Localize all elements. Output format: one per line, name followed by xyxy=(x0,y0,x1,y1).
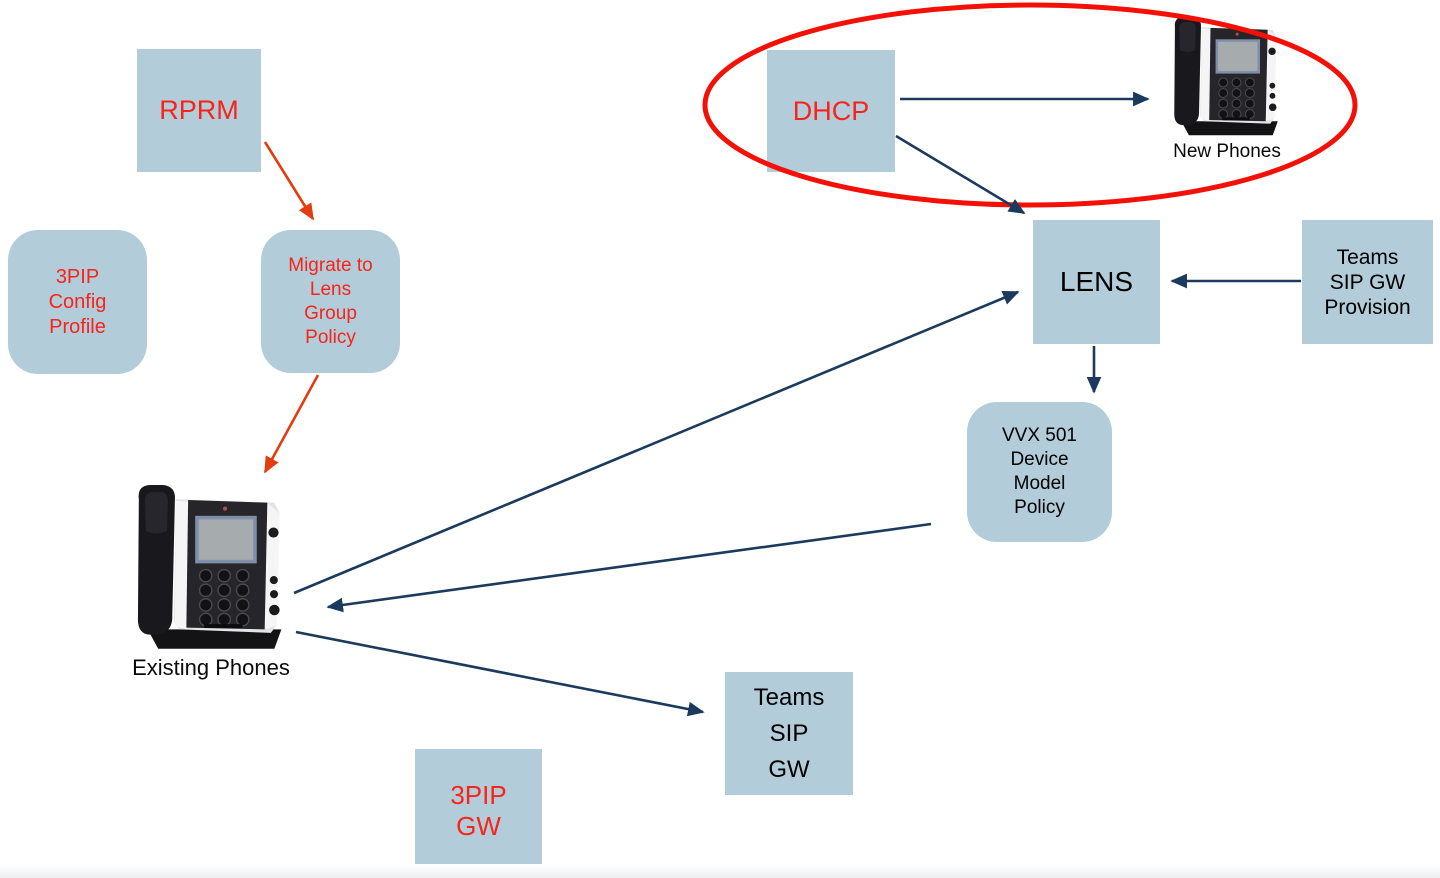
node-rprm: RPRM xyxy=(137,49,261,172)
node-3pip-config-profile-label: 3PIP Config Profile xyxy=(48,265,107,338)
node-teams-sip-gw-provision-label: Teams SIP GW Provision xyxy=(1324,245,1411,319)
window-bottom-edge xyxy=(0,864,1440,878)
desk-phone-icon xyxy=(1163,12,1291,139)
node-vvx-501-device-model-policy: VVX 501 Device Model Policy xyxy=(967,402,1112,542)
existing-phones-label: Existing Phones xyxy=(132,655,290,680)
existing-phones-figure: Existing Phones xyxy=(122,478,300,681)
arrow-migrate-policy-to-existing-phones xyxy=(263,374,320,474)
node-3pip-gw: 3PIP GW xyxy=(415,749,542,872)
node-3pip-config-profile: 3PIP Config Profile xyxy=(8,230,147,374)
new-phones-figure: New Phones xyxy=(1163,12,1291,163)
arrow-existing-phones-to-lens xyxy=(293,290,1020,595)
arrow-dhcp-to-lens xyxy=(895,134,1026,215)
node-teams-sip-gw-label: Teams SIP GW xyxy=(753,683,825,783)
arrow-rprm-to-migrate-policy xyxy=(263,141,315,221)
node-teams-sip-gw: Teams SIP GW xyxy=(725,672,853,795)
node-dhcp: DHCP xyxy=(767,50,895,172)
node-3pip-gw-label: 3PIP GW xyxy=(450,779,507,841)
node-migrate-to-lens-group-policy: Migrate to Lens Group Policy xyxy=(261,230,400,373)
arrow-vvx-policy-to-existing-phones xyxy=(326,522,932,613)
node-dhcp-label: DHCP xyxy=(792,95,870,126)
arrow-existing-phones-to-teams-sip-gw xyxy=(295,630,705,717)
node-lens-label: LENS xyxy=(1059,266,1134,297)
desk-phone-icon xyxy=(122,478,300,654)
node-lens: LENS xyxy=(1033,220,1160,344)
node-vvx-501-device-model-policy-label: VVX 501 Device Model Policy xyxy=(1002,425,1077,518)
new-phones-label: New Phones xyxy=(1173,141,1281,162)
node-teams-sip-gw-provision: Teams SIP GW Provision xyxy=(1302,220,1433,344)
node-rprm-label: RPRM xyxy=(159,95,239,125)
node-migrate-to-lens-group-policy-label: Migrate to Lens Group Policy xyxy=(288,254,373,348)
